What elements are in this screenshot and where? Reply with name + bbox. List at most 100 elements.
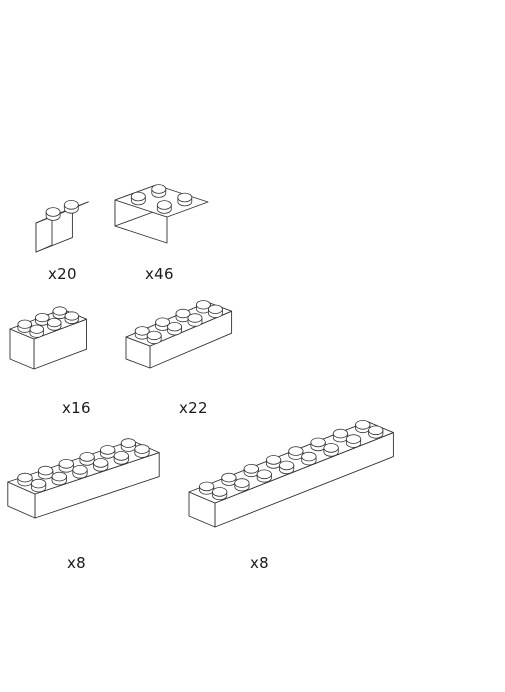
quantity-label-2x8: x8 [250, 554, 269, 572]
brick-2x2 [114, 184, 209, 244]
stud [100, 445, 116, 459]
stud-top [72, 464, 88, 475]
stud-top [355, 419, 371, 430]
stud-top [93, 458, 109, 468]
stud-top [167, 322, 183, 332]
stud [113, 451, 129, 465]
stud [45, 207, 61, 221]
stud-top [30, 478, 47, 489]
quantity-label-2x4: x22 [179, 399, 208, 417]
stud [265, 455, 282, 469]
stud-top [332, 428, 349, 439]
stud [151, 184, 167, 198]
stud [310, 437, 326, 452]
stud-top [146, 330, 162, 341]
stud [17, 472, 33, 487]
stud-top [63, 200, 79, 210]
stud [30, 478, 47, 493]
stud-top [45, 207, 61, 217]
stud [37, 465, 54, 480]
brick-1x2 [35, 200, 89, 253]
stud-top [29, 324, 45, 334]
stud-top [47, 317, 62, 328]
labels-layer: x20 x46 x16 x22 x8 x8 [48, 265, 269, 572]
stud [72, 464, 88, 479]
stud [155, 317, 171, 331]
stud [17, 319, 33, 333]
quantity-label-2x3: x16 [62, 399, 91, 417]
stud [221, 472, 237, 486]
stud-top [113, 451, 129, 461]
stud-top [199, 481, 215, 492]
quantity-label-2x6: x8 [67, 554, 86, 572]
stud-top [187, 313, 203, 323]
stud-top [64, 311, 80, 321]
stud [243, 463, 259, 478]
stud [47, 317, 62, 331]
stud [146, 330, 162, 345]
quantity-label-2x2: x46 [145, 265, 174, 283]
stud-top [221, 472, 237, 483]
stud-top [212, 487, 228, 497]
stud-top [17, 472, 33, 483]
stud [368, 425, 384, 439]
stud-top [323, 443, 339, 453]
stud-top [52, 306, 68, 316]
stud-top [79, 452, 95, 462]
stud [323, 443, 339, 457]
stud [79, 452, 95, 466]
brick-2x3 [9, 306, 87, 370]
quantity-label-1x2: x20 [48, 265, 77, 283]
stud-top [265, 455, 282, 465]
stud [177, 192, 193, 207]
stud-top [368, 425, 384, 436]
stud-top [120, 438, 136, 448]
stud-top [256, 469, 272, 480]
stud [345, 434, 362, 448]
stud [93, 458, 109, 472]
stud-top [301, 451, 317, 462]
stud-top [51, 471, 67, 482]
stud-top [155, 317, 171, 327]
stud [29, 324, 45, 338]
stud-top [207, 304, 223, 315]
stud [134, 326, 150, 340]
stud [51, 471, 67, 486]
stud-top [17, 319, 33, 329]
bricks-layer [7, 184, 394, 528]
stud-top [195, 300, 211, 310]
stud [35, 312, 50, 326]
stud-top [310, 437, 326, 448]
stud [278, 460, 295, 475]
stud-top [58, 458, 74, 469]
stud [355, 419, 371, 434]
stud-top [100, 445, 116, 455]
stud-top [177, 192, 193, 203]
stud [167, 322, 183, 336]
stud [288, 446, 304, 460]
stud [134, 444, 150, 458]
stud-top [278, 460, 295, 471]
stud [52, 306, 68, 320]
stud [64, 311, 80, 325]
stud [120, 438, 136, 452]
stud-top [35, 312, 50, 323]
stud-top [37, 465, 54, 476]
stud [130, 191, 146, 206]
stud-top [156, 200, 172, 210]
stud [332, 428, 349, 443]
stud-top [234, 478, 250, 488]
stud-top [288, 446, 304, 456]
stud-top [134, 326, 150, 336]
stud-top [130, 191, 146, 202]
stud [256, 469, 272, 483]
brick-2x8 [188, 419, 394, 528]
stud [156, 200, 172, 214]
brick-2x6 [7, 438, 160, 519]
stud [301, 451, 317, 466]
stud [63, 200, 79, 214]
stud [207, 304, 223, 318]
stud [187, 313, 203, 327]
stud [58, 458, 74, 473]
